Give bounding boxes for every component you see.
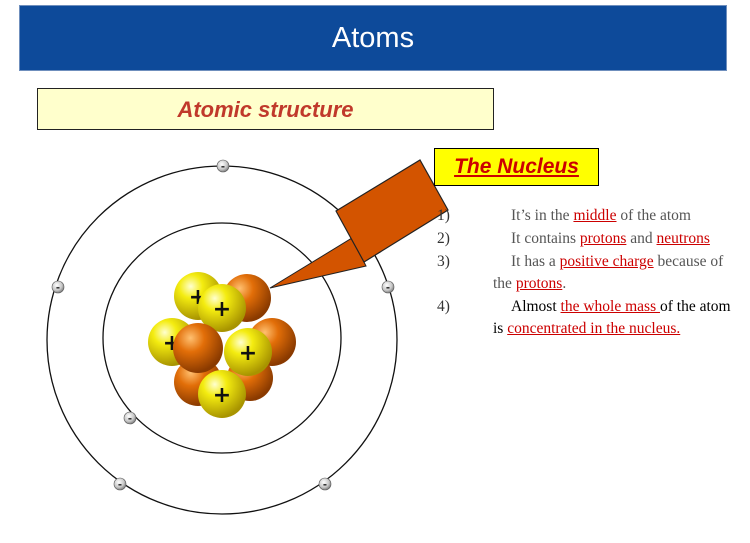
electron: -	[381, 280, 395, 294]
electrons: - - - - - -	[51, 159, 395, 491]
electron-charge-label: -	[386, 283, 390, 294]
fact-item: 3) It has a positive charge because of th…	[437, 251, 732, 295]
fact-key-term: protons	[515, 275, 563, 292]
fact-number: 2)	[437, 230, 450, 247]
fact-segment: Almost	[511, 298, 561, 315]
proton: +	[198, 284, 246, 332]
nucleus-facts-list: 1) It’s in the middle of the atom 2) It con…	[437, 205, 732, 341]
fact-segment: It has a	[511, 253, 560, 270]
electron-charge-label: -	[323, 480, 327, 491]
fact-number: 1)	[437, 207, 450, 224]
fact-item: 4) Almost the whole mass of the atom is c…	[437, 296, 732, 340]
proton-charge-label: +	[213, 297, 231, 322]
fact-number: 3)	[437, 253, 450, 270]
electron-charge-label: -	[56, 283, 60, 294]
electron-charge-label: -	[221, 162, 225, 173]
page-title: Atoms	[331, 21, 415, 54]
subtitle: Atomic structure	[177, 97, 354, 122]
neutron	[173, 323, 223, 373]
fact-text: It has a positive charge because of the …	[493, 251, 732, 295]
nucleus-heading-box: The Nucleus	[434, 148, 599, 186]
fact-segment: .	[562, 275, 567, 292]
electron: -	[113, 477, 127, 491]
fact-text: It contains protons and neutrons	[493, 228, 732, 250]
nucleus: +++++	[148, 272, 296, 418]
electron: -	[123, 411, 137, 425]
fact-key-term: concentrated in the nucleus.	[507, 320, 681, 337]
nucleus-heading: The Nucleus	[454, 155, 579, 178]
fact-segment: of the atom is	[493, 298, 731, 337]
nucleus-pointer	[269, 159, 449, 289]
fact-segment: because of the	[493, 253, 724, 292]
electron-charge-label: -	[128, 414, 132, 425]
fact-text: Almost the whole mass of the atom is con…	[493, 296, 732, 340]
fact-segment: and	[626, 230, 657, 247]
subtitle-box: Atomic structure	[37, 88, 494, 130]
fact-text: It’s in the middle of the atom	[493, 205, 732, 227]
electron-charge-label: -	[118, 480, 122, 491]
fact-key-term: middle	[573, 207, 617, 224]
fact-segment: of the atom	[616, 207, 691, 224]
proton-charge-label: +	[213, 383, 231, 408]
electron: -	[318, 477, 332, 491]
proton: +	[198, 370, 246, 418]
inner-orbit	[102, 222, 342, 454]
fact-item: 1) It’s in the middle of the atom	[437, 205, 732, 227]
fact-key-term: protons	[579, 230, 627, 247]
title-bar: Atoms	[19, 5, 727, 71]
fact-number: 4)	[437, 298, 450, 315]
fact-key-term: positive charge	[559, 253, 654, 270]
fact-segment: It’s in the	[511, 207, 574, 224]
electron: -	[216, 159, 230, 173]
proton-charge-label: +	[239, 341, 257, 366]
fact-key-term: neutrons	[656, 230, 710, 247]
electron: -	[51, 280, 65, 294]
proton: +	[224, 328, 272, 376]
fact-item: 2) It contains protons and neutrons	[437, 228, 732, 250]
fact-segment: It contains	[511, 230, 580, 247]
fact-key-term: the whole mass	[560, 298, 660, 315]
